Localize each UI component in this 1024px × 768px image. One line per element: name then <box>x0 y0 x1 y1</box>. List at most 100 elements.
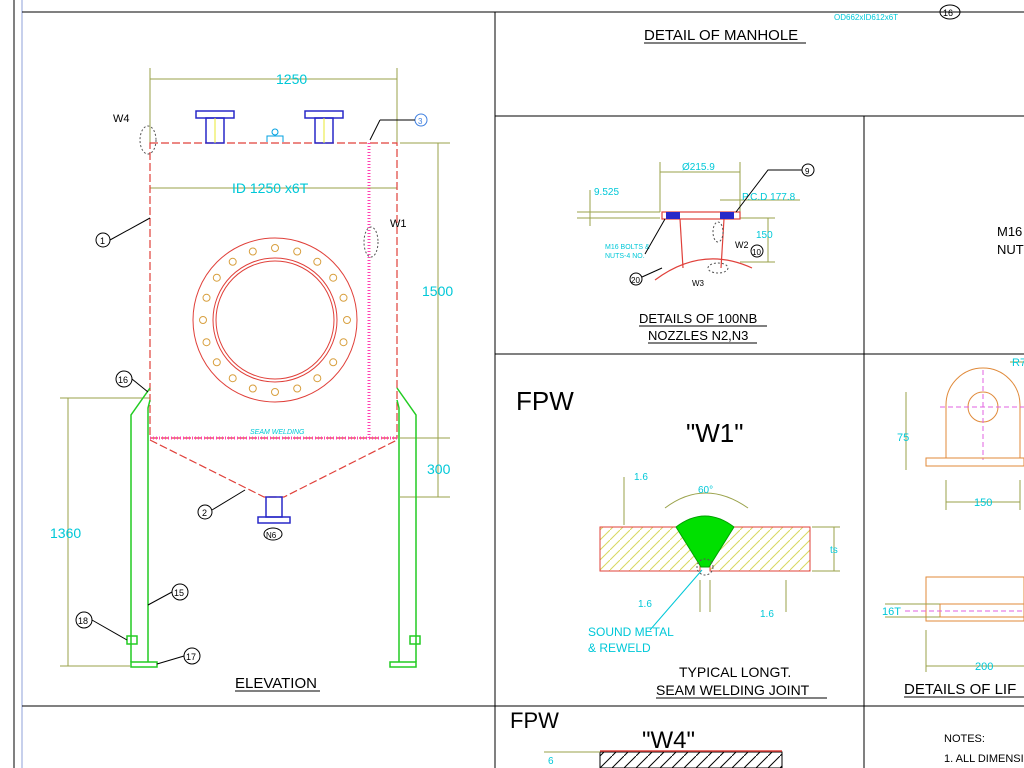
sound-metal-note-1: SOUND METAL <box>588 625 674 639</box>
bolt-hole <box>339 293 348 302</box>
nozzle-bubble-9: 9 <box>735 163 815 213</box>
w4-dim-6: 6 <box>548 756 554 767</box>
w1-fpw: FPW <box>516 386 574 416</box>
dim-width: 1250 <box>276 71 307 87</box>
w1-heading: "W1" <box>686 418 743 448</box>
support-leg-right <box>389 387 421 668</box>
w1-title-1: TYPICAL LONGT. <box>679 664 791 680</box>
w4-weld-detail: FPW "W4" 6 <box>510 708 783 768</box>
bolt-hole <box>313 257 322 266</box>
lug-dim-16t: 16T <box>882 606 901 618</box>
svg-text:18: 18 <box>78 616 88 626</box>
weld-label-w2: W2 <box>735 240 749 250</box>
w1-dim-angle: 60° <box>698 485 713 496</box>
nozzle-dim-pcd: P.C.D 177.8 <box>742 192 796 203</box>
bolt-hole <box>248 247 257 256</box>
m16-label-line1: M16 <box>997 224 1022 239</box>
svg-text:1: 1 <box>100 236 105 246</box>
nozzle-dim-diameter: Ø215.9 <box>682 162 715 173</box>
svg-text:3: 3 <box>418 117 423 126</box>
manhole-flange <box>192 237 358 403</box>
dim-shell-height: 1500 <box>422 283 453 299</box>
manhole-bolt-holes <box>199 244 351 396</box>
item-bubble-17: 17 <box>156 647 201 665</box>
dim-leg-height: 1360 <box>50 525 81 541</box>
weld-label-w1: W1 <box>390 218 407 230</box>
bottom-nozzle <box>257 496 291 524</box>
lug-detail-title: DETAILS OF LIF <box>904 681 1016 698</box>
svg-text:9: 9 <box>805 167 810 176</box>
elevation-view: 1250 ID 1250 x6T 1500 300 1360 SEAM WELD… <box>50 68 453 692</box>
bolt-hole <box>329 273 338 282</box>
w1-weld-detail: FPW "W1" 1.6 60° ts 1.6 1.6 SOUND METAL … <box>516 386 840 699</box>
w4-heading: "W4" <box>642 727 695 754</box>
weld-callout-w4-circle <box>139 125 157 155</box>
bolt-hole <box>199 316 207 324</box>
item-bubble-15: 15 <box>147 583 189 606</box>
w4-fpw: FPW <box>510 708 559 733</box>
svg-text:20: 20 <box>631 276 640 285</box>
drawing-frame <box>13 0 1024 768</box>
seam-welding-note: SEAM WELDING <box>250 429 305 436</box>
dim-inside-diameter: ID 1250 x6T <box>232 180 309 196</box>
nozzle-bubble-20: 20 <box>629 267 663 286</box>
weld-label-w3: W3 <box>692 279 705 288</box>
notes-heading: NOTES: <box>944 733 985 745</box>
support-leg-left <box>126 387 158 668</box>
svg-text:N6: N6 <box>266 531 277 540</box>
svg-text:10: 10 <box>752 248 761 257</box>
vent-icon <box>266 128 284 142</box>
notes-item-1: 1. ALL DIMENSIO <box>944 753 1024 765</box>
dim-cone-height: 300 <box>427 461 451 477</box>
svg-text:2: 2 <box>202 508 207 518</box>
bolt-hole <box>228 374 237 383</box>
bolt-note-line2: NUTS-4 NO. <box>605 253 645 260</box>
vessel-cone <box>149 439 398 498</box>
item-bubble-3: 3 <box>369 113 428 141</box>
lifting-lug-detail: R7 75 150 16T 200 DETAILS OF LIF <box>882 357 1024 698</box>
bolt-hole <box>248 384 257 393</box>
elevation-title: ELEVATION <box>235 675 317 692</box>
lug-dim-200: 200 <box>975 661 993 673</box>
bolt-hole <box>271 244 279 252</box>
weld-label-w4: W4 <box>113 113 130 125</box>
bolt-hole <box>339 338 348 347</box>
w4-plate <box>599 751 783 768</box>
lug-dim-75: 75 <box>897 432 909 444</box>
nozzle-dim-150: 150 <box>756 230 773 241</box>
w1-dim-right: 1.6 <box>760 609 774 620</box>
bolt-hole <box>271 388 279 396</box>
top-note: OD662xID612x6T <box>834 13 898 22</box>
weld-callout-w1-circle <box>363 226 379 258</box>
w1-title-2: SEAM WELDING JOINT <box>656 682 810 698</box>
bolt-hole <box>313 374 322 383</box>
sound-metal-note-2: & REWELD <box>588 641 651 655</box>
w1-dim-left: 1.6 <box>638 599 652 610</box>
top-bubble: 16 <box>939 4 961 20</box>
item-bubble-2: 2 <box>197 489 246 520</box>
nozzle-dim-thickness: 9.525 <box>594 187 619 198</box>
nozzle-detail-view: Ø215.9 P.C.D 177.8 9.525 150 M16 BOLTS &… <box>577 162 815 344</box>
bolt-hole <box>293 384 302 393</box>
bolt-hole <box>343 316 351 324</box>
w1-dim-ts: ts <box>830 545 838 556</box>
lug-dim-radius: R7 <box>1012 357 1024 369</box>
nozzle-tag-n6: N6 <box>263 527 283 541</box>
bolt-hole <box>212 358 221 367</box>
nozzle-section <box>654 211 753 281</box>
bolt-hole <box>202 293 211 302</box>
w1-dim-top: 1.6 <box>634 472 648 483</box>
elevation-dimension-lines <box>60 68 450 667</box>
bolt-hole <box>202 338 211 347</box>
m16-label-line2: NUT <box>997 242 1024 257</box>
nozzle-bubble-10: 10 <box>750 244 764 258</box>
manhole-detail-title: DETAIL OF MANHOLE <box>644 27 798 44</box>
nozzle-detail-title-1: DETAILS OF 100NB <box>639 311 757 326</box>
item-bubble-1: 1 <box>95 217 151 248</box>
lug-dim-150: 150 <box>974 497 992 509</box>
w1-weld-bead <box>675 515 735 568</box>
bolt-hole <box>329 358 338 367</box>
bolt-hole <box>293 247 302 256</box>
svg-text:16: 16 <box>118 375 128 385</box>
